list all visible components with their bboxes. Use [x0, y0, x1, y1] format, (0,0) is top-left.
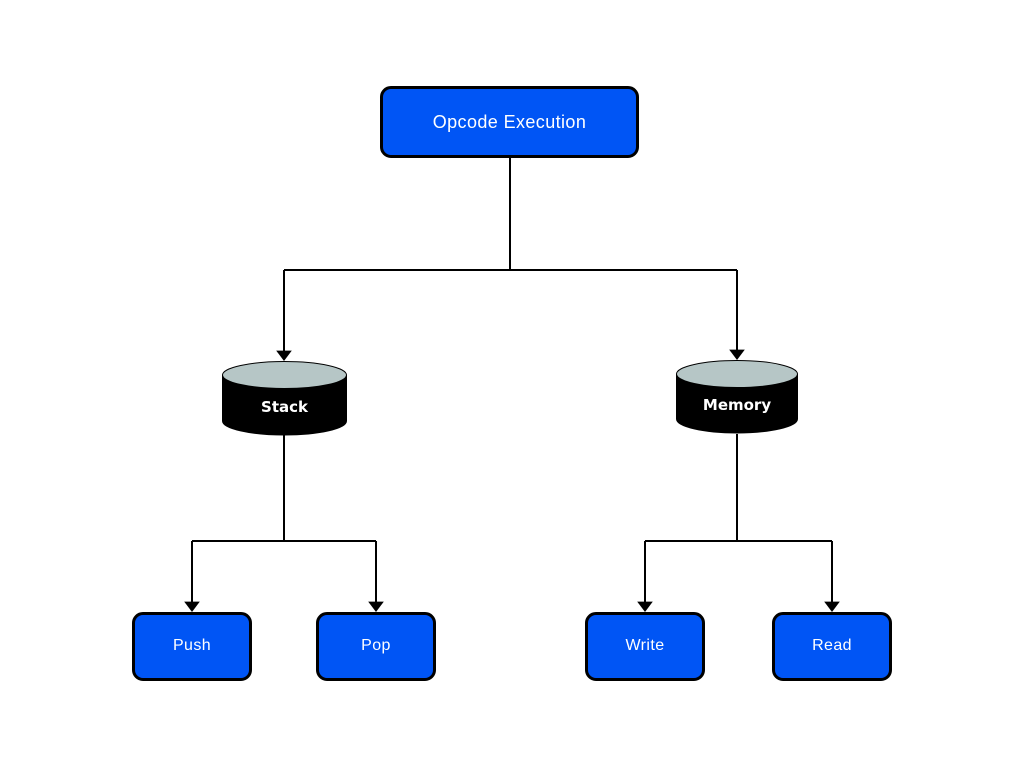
node-read-label: Read: [812, 637, 852, 654]
node-push[interactable]: Push: [132, 612, 252, 681]
stack-cylinder-shape: [222, 361, 347, 436]
node-write-label: Write: [625, 637, 665, 654]
node-read[interactable]: Read: [772, 612, 892, 681]
node-stack[interactable]: Stack: [222, 361, 347, 436]
node-opcode-execution[interactable]: Opcode Execution: [380, 86, 639, 158]
node-write[interactable]: Write: [585, 612, 705, 681]
node-pop-label: Pop: [361, 637, 391, 654]
node-opcode-execution-label: Opcode Execution: [432, 111, 587, 132]
node-push-label: Push: [172, 637, 212, 654]
memory-cylinder-shape: [676, 360, 798, 434]
node-memory[interactable]: Memory: [676, 360, 798, 434]
node-pop[interactable]: Pop: [316, 612, 436, 681]
